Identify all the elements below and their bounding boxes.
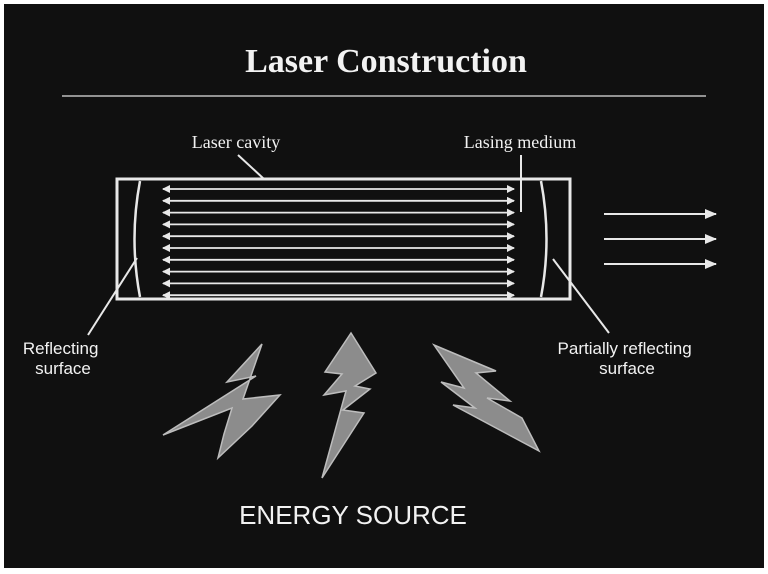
- laser-cavity-label: Laser cavity: [192, 132, 280, 152]
- partially-reflecting-surface-label-line-1: Partially reflecting: [558, 339, 692, 358]
- lightning-bolt-icon: [321, 331, 378, 479]
- output-beam-arrows: [604, 209, 717, 269]
- reflecting-surface-label: Reflecting surface: [23, 339, 103, 378]
- reflecting-surface-label-line-2: surface: [35, 359, 91, 378]
- partially-reflecting-surface-label: Partially reflecting surface: [558, 339, 697, 378]
- reflecting-surface-label-line-1: Reflecting: [23, 339, 99, 358]
- lasing-medium-label: Lasing medium: [464, 132, 576, 152]
- slide-title: Laser Construction: [245, 43, 527, 80]
- laser-cavity-pointer: [237, 154, 265, 180]
- partially-reflecting-surface-label-line-2: surface: [599, 359, 655, 378]
- lightning-bolt-icon: [162, 343, 282, 461]
- reflecting-surface-mirror: [133, 180, 142, 298]
- partially-reflecting-surface-mirror: [539, 180, 548, 298]
- energy-source-label: ENERGY SOURCE: [239, 500, 467, 530]
- internal-beam-arrows: [162, 185, 515, 300]
- lightning-bolt-icon: [431, 343, 541, 453]
- partially-reflecting-surface-pointer: [552, 258, 610, 334]
- reflecting-surface-pointer: [87, 257, 138, 336]
